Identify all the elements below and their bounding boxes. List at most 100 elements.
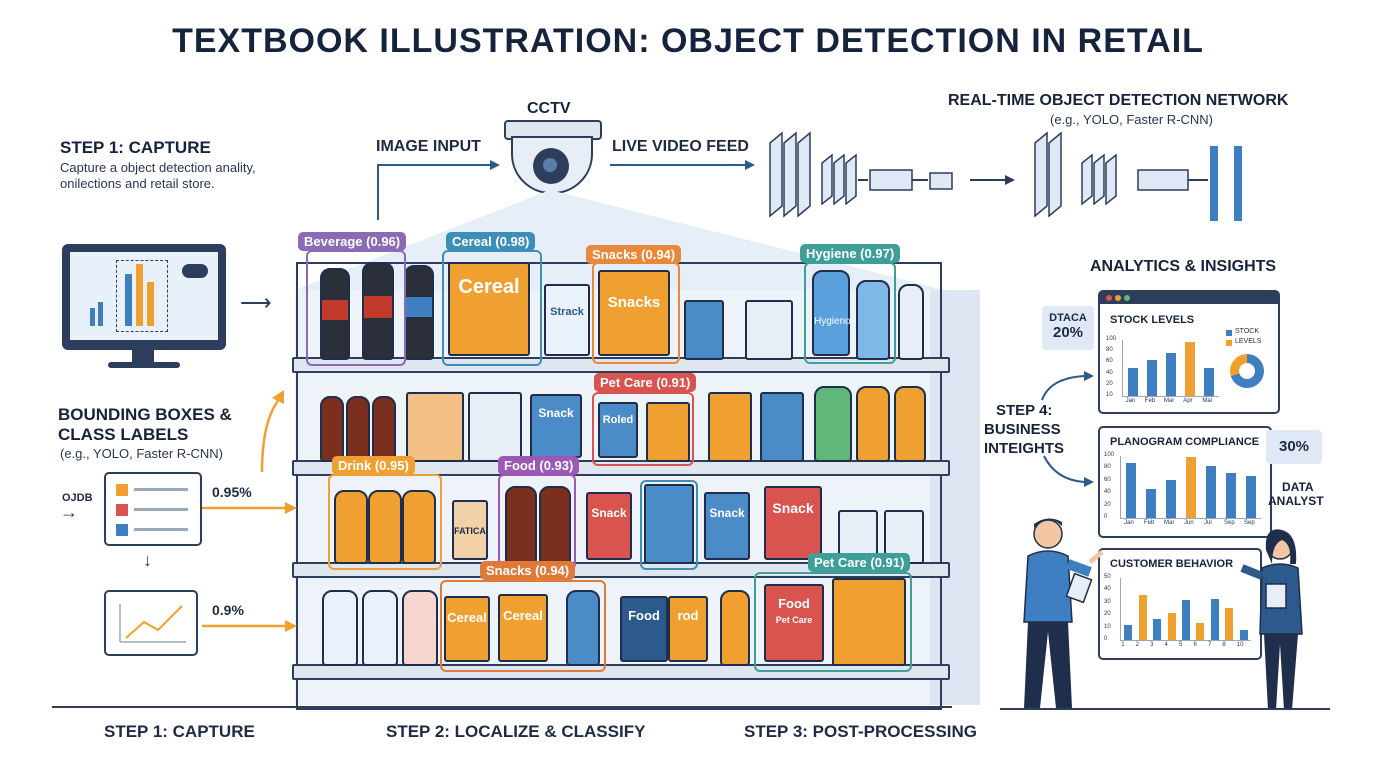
- tick-label: Mar: [1164, 520, 1175, 526]
- detection-box: [306, 250, 406, 366]
- snack-bag: Snack: [586, 492, 632, 560]
- food-bag: rod: [668, 596, 708, 662]
- product-box: [708, 392, 752, 462]
- arrow-right-icon: ⟶: [240, 290, 272, 315]
- chart-bar: [1138, 595, 1147, 640]
- tick-label: 4: [1164, 642, 1168, 648]
- step1-heading: STEP 1: CAPTURE: [60, 138, 211, 157]
- tick-label: 40: [1104, 586, 1111, 593]
- juice-bottle: [402, 490, 436, 564]
- score-label: 0.9%: [212, 602, 244, 618]
- chart-bar: [1167, 612, 1176, 640]
- chart-bar: [1210, 599, 1219, 640]
- detection-label: Pet Care (0.91): [594, 373, 697, 392]
- planogram-title: PLANOGRAM COMPLIANCE: [1110, 436, 1260, 448]
- tick-label: 60: [1104, 476, 1111, 483]
- strack-box: Strack: [544, 284, 590, 356]
- spray-bottle: [720, 590, 750, 666]
- page-title: TEXTBOOK ILLUSTRATION: OBJECT DETECTION …: [172, 22, 1204, 60]
- detection-label: Food (0.93): [498, 456, 580, 475]
- analyst-line2: ANALYST: [1268, 494, 1324, 508]
- sauce-bottle: [505, 486, 537, 564]
- legend-levels: LEVELS: [1235, 338, 1262, 345]
- detergent-bottle: [856, 386, 890, 462]
- camera-arrows: [377, 160, 755, 220]
- customer-chart: [1120, 578, 1251, 641]
- detection-label: Snacks (0.94): [480, 561, 576, 580]
- pet-food-label: Food: [778, 596, 810, 611]
- cereal-box: Cereal: [498, 594, 548, 662]
- chart-bar: [1166, 479, 1176, 518]
- detection-box: [498, 474, 576, 570]
- product-box: [745, 300, 793, 360]
- network-diagram: [769, 131, 1242, 221]
- tick-label: 80: [1104, 464, 1111, 471]
- tick-label: 10: [1236, 642, 1244, 648]
- tick-label: Apr: [1183, 398, 1193, 404]
- tick-label: 0: [1104, 514, 1108, 520]
- tick-label: 80: [1106, 347, 1113, 354]
- step1-desc-line2: onilections and retail store.: [60, 176, 215, 191]
- monitor-screen: [70, 252, 218, 340]
- tick-label: Mai: [1202, 398, 1213, 404]
- tick-label: 20: [1104, 501, 1111, 508]
- stock-chart: [1122, 340, 1219, 397]
- bbox-heading-line2: CLASS LABELS: [58, 425, 189, 444]
- step4-line3: INTEIGHTS: [984, 440, 1065, 457]
- tick-label: 1: [1121, 642, 1125, 648]
- tick-label: 40: [1106, 369, 1113, 376]
- tick-label: 10: [1106, 392, 1113, 398]
- chart-bar: [1186, 457, 1196, 518]
- tick-label: 0: [1104, 636, 1108, 642]
- soda-bottle: [320, 396, 344, 462]
- tick-label: 10: [1104, 623, 1111, 630]
- network-subtitle: (e.g., YOLO, Faster R-CNN): [1050, 112, 1214, 127]
- planogram-chart: [1120, 456, 1261, 519]
- tick-label: 60: [1106, 358, 1113, 365]
- detection-box: [592, 392, 694, 466]
- cctv-label: CCTV: [527, 100, 571, 117]
- chart-bar: [1146, 489, 1156, 518]
- pet-food-bag: [646, 402, 690, 462]
- cola-bottle: [320, 268, 350, 360]
- jar: FATICA: [452, 500, 488, 560]
- bbox-arrows: [202, 390, 297, 632]
- monitor: [62, 244, 226, 350]
- hygiene-bottle: [856, 280, 890, 360]
- water-bottle: [322, 590, 358, 666]
- dog-food-bag: [832, 578, 906, 666]
- product-box: [760, 392, 804, 462]
- tick-label: 2: [1135, 642, 1139, 648]
- bbox-input-label: OJDB: [62, 492, 93, 504]
- snack-bag: [644, 484, 694, 564]
- snack-bag: Snack: [530, 394, 582, 458]
- detection-label: Hygiene (0.97): [800, 244, 901, 263]
- bbox-heading-line1: BOUNDING BOXES &: [58, 405, 232, 424]
- chart-bar: [1146, 360, 1157, 396]
- tick-label: 3: [1150, 642, 1154, 648]
- chart-bar: [1239, 630, 1248, 640]
- class-list-card: [104, 472, 202, 546]
- detection-label: Drink (0.95): [332, 456, 415, 475]
- cereal-box: Cereal: [444, 596, 490, 662]
- detection-box: [440, 580, 606, 672]
- step4-line1: STEP 4:: [996, 402, 1053, 419]
- chart-bar: [1182, 600, 1190, 640]
- tick-label: Jul: [1204, 520, 1212, 526]
- insight-arrows: [1041, 371, 1094, 487]
- cola-bottle: [362, 262, 394, 360]
- footer-step3: STEP 3: POST-PROCESSING: [744, 722, 978, 741]
- analytics-heading: ANALYTICS & INSIGHTS: [1090, 258, 1277, 275]
- detection-label: Pet Care (0.91): [808, 553, 911, 572]
- chart-bar: [1153, 618, 1162, 640]
- tick-label: Mar: [1164, 398, 1175, 404]
- camera-icon: [182, 264, 208, 278]
- detection-label: Beverage (0.96): [298, 232, 407, 251]
- person-presenter: [1023, 518, 1104, 708]
- chart-bar: [1225, 607, 1234, 640]
- data-badge-value: 20%: [1052, 324, 1084, 341]
- detection-box: [328, 474, 442, 570]
